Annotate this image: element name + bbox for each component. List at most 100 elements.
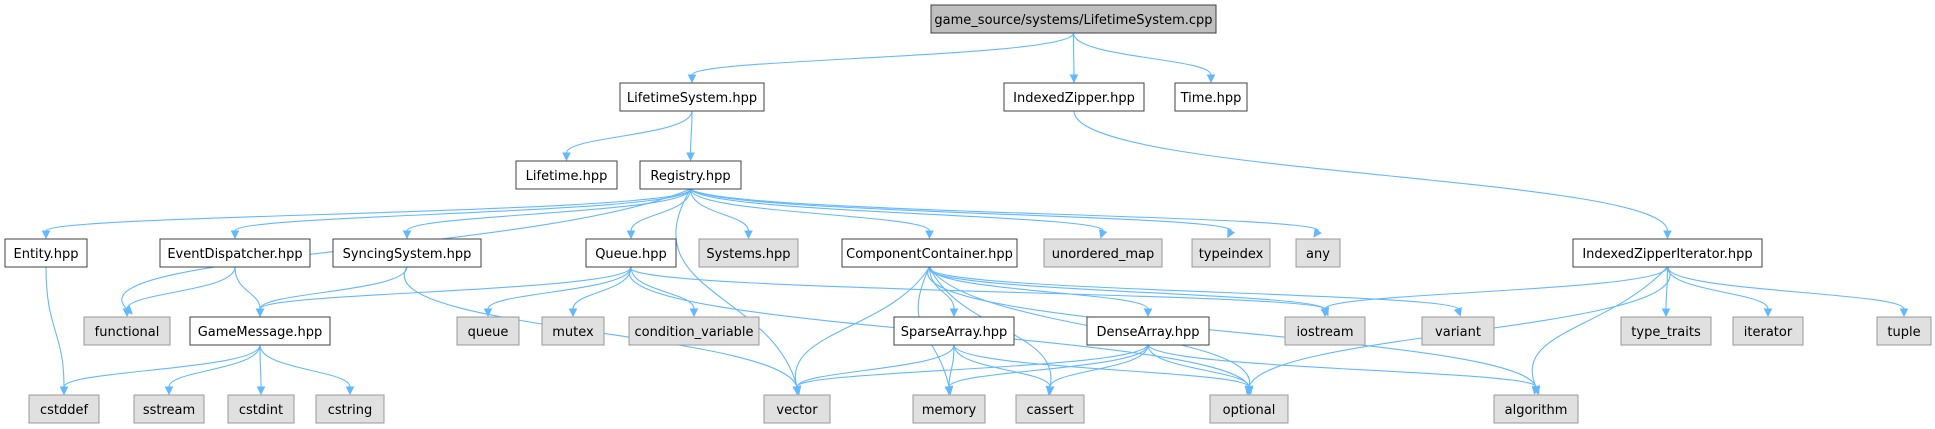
include-edge — [687, 32, 1075, 84]
node-label: vector — [776, 403, 818, 418]
node-label: cstring — [328, 403, 372, 418]
node-box — [133, 394, 205, 424]
system-header-node: typeindex — [1191, 238, 1271, 268]
include-edge — [59, 344, 261, 396]
file-node[interactable]: GameMessage.hpp — [189, 316, 331, 346]
system-header-node: Systems.hpp — [698, 238, 799, 268]
arrowhead — [1320, 308, 1330, 318]
arrowhead — [1531, 384, 1540, 395]
include-edge — [1320, 266, 1669, 318]
include-edge — [45, 266, 69, 396]
arrowhead — [792, 385, 802, 395]
node-label: IndexedZipper.hpp — [1013, 91, 1135, 106]
node-box — [1620, 316, 1712, 346]
arrowhead — [949, 308, 959, 318]
include-edge — [1531, 266, 1668, 395]
include-edge — [164, 344, 261, 396]
node-label: Lifetime.hpp — [526, 169, 608, 184]
node-box — [763, 394, 831, 424]
node-box — [456, 316, 520, 346]
node-box — [315, 394, 385, 424]
system-header-node: sstream — [133, 394, 205, 424]
system-header-node: mutex — [541, 316, 605, 346]
include-edge — [944, 344, 1149, 396]
include-edge — [256, 344, 266, 396]
arrowhead — [687, 74, 697, 84]
arrowhead — [122, 308, 132, 318]
file-node[interactable]: Time.hpp — [1174, 82, 1248, 112]
file-node[interactable]: SyncingSystem.hpp — [332, 238, 482, 268]
node-box — [628, 316, 760, 346]
file-node[interactable]: SparseArray.hpp — [893, 316, 1015, 346]
node-box — [1209, 394, 1289, 424]
file-node[interactable]: IndexedZipperIterator.hpp — [1572, 238, 1763, 268]
node-box — [930, 4, 1217, 34]
node-box — [332, 238, 482, 268]
node-label: IndexedZipperIterator.hpp — [1582, 247, 1752, 262]
file-node[interactable]: DenseArray.hpp — [1086, 316, 1210, 346]
node-label: iostream — [1296, 325, 1353, 340]
node-box — [1086, 316, 1210, 346]
arrowhead — [255, 308, 265, 318]
arrowhead — [568, 308, 578, 318]
arrowhead — [744, 230, 753, 240]
node-label: LifetimeSystem.hpp — [627, 91, 757, 106]
node-box — [1043, 238, 1163, 268]
arrowhead — [626, 230, 636, 240]
node-label: cassert — [1026, 403, 1073, 418]
arrowhead — [41, 230, 51, 240]
arrowhead — [1069, 74, 1079, 84]
arrowhead — [164, 386, 174, 396]
node-label: Queue.hpp — [595, 247, 667, 262]
include-edge — [1073, 110, 1672, 240]
node-box — [1295, 238, 1341, 268]
include-edge — [255, 266, 632, 318]
node-label: algorithm — [1505, 403, 1568, 418]
node-label: GameMessage.hpp — [198, 325, 323, 340]
file-node[interactable]: Queue.hpp — [585, 238, 677, 268]
file-node[interactable]: LifetimeSystem.hpp — [619, 82, 765, 112]
node-box — [893, 316, 1015, 346]
arrowhead — [1661, 308, 1671, 318]
node-label: cstdint — [239, 403, 283, 418]
system-header-node: vector — [763, 394, 831, 424]
edges-layer — [41, 32, 1909, 396]
arrowhead — [944, 386, 954, 396]
file-node[interactable]: EventDispatcher.hpp — [159, 238, 311, 268]
file-node[interactable]: Registry.hpp — [639, 160, 742, 190]
arrowhead — [59, 386, 69, 396]
file-node[interactable]: ComponentContainer.hpp — [841, 238, 1018, 268]
node-label: DenseArray.hpp — [1096, 325, 1199, 340]
node-label: SparseArray.hpp — [901, 325, 1008, 340]
file-node[interactable]: IndexedZipper.hpp — [1003, 82, 1145, 112]
include-edge — [402, 188, 692, 240]
node-label: type_traits — [1631, 325, 1701, 340]
include-edge — [230, 188, 692, 240]
node-label: Systems.hpp — [706, 247, 790, 262]
system-header-node: cstring — [315, 394, 385, 424]
include-edge — [562, 110, 693, 162]
system-header-node: iostream — [1284, 316, 1366, 346]
arrowhead — [925, 230, 934, 240]
system-header-node: memory — [912, 394, 986, 424]
node-label: unordered_map — [1052, 247, 1155, 262]
include-edge — [1666, 266, 1773, 318]
include-edge — [1072, 32, 1216, 84]
node-label: sstream — [143, 403, 195, 418]
nodes-layer: game_source/systems/LifetimeSystem.cppLi… — [4, 4, 1932, 424]
include-edge — [928, 266, 959, 318]
system-header-node: cstddef — [28, 394, 100, 424]
node-label: ComponentContainer.hpp — [846, 247, 1013, 262]
node-box — [619, 82, 765, 112]
arrowhead — [483, 308, 493, 318]
node-label: condition_variable — [634, 325, 753, 340]
include-edge — [630, 266, 699, 318]
include-edge — [690, 188, 1236, 239]
node-label: EventDispatcher.hpp — [167, 247, 302, 262]
file-node[interactable]: Entity.hpp — [4, 238, 88, 268]
arrowhead — [1045, 386, 1055, 396]
node-box — [841, 238, 1018, 268]
arrowhead — [1663, 230, 1672, 240]
file-node[interactable]: Lifetime.hpp — [515, 160, 618, 190]
include-edge — [568, 266, 632, 318]
